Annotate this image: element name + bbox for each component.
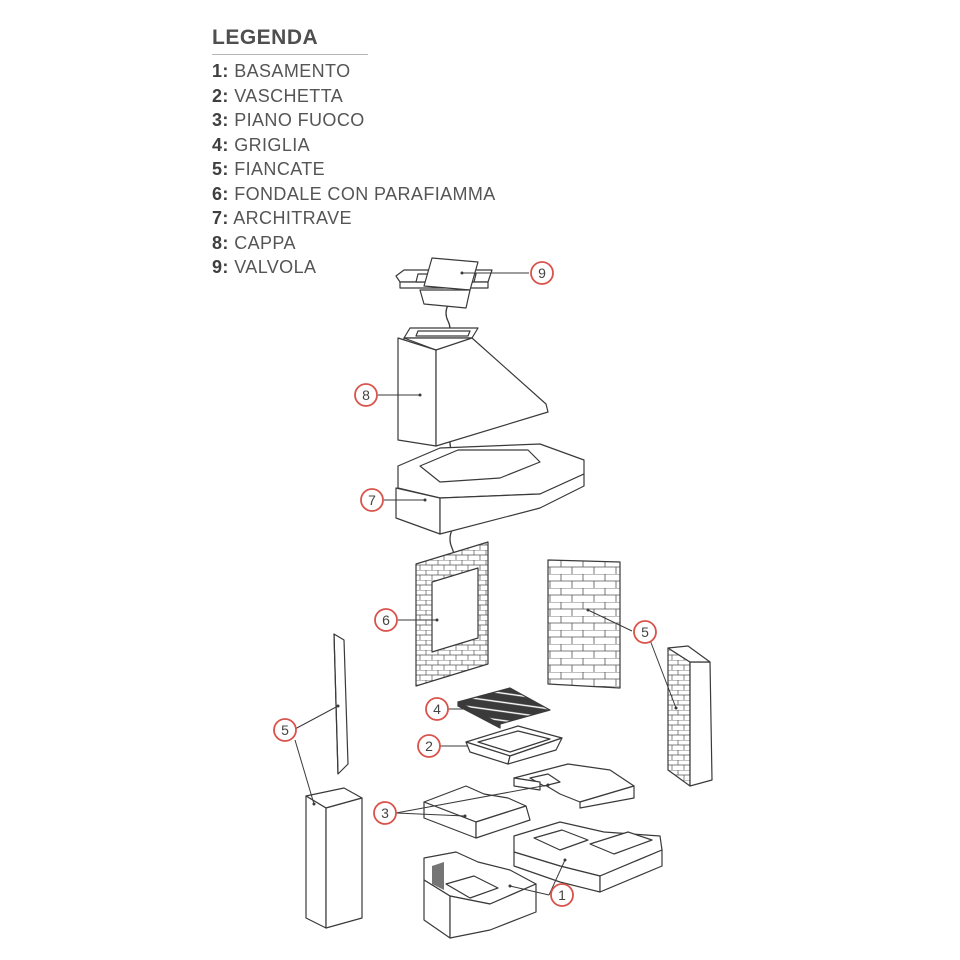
svg-text:8: 8: [362, 387, 370, 403]
callout-3: 3: [373, 801, 397, 825]
part-fiancata-right-big: [547, 559, 621, 689]
part-fiancata-right-narrow: [667, 645, 713, 787]
legend-item-5: 5: FIANCATE: [212, 159, 326, 179]
svg-text:6: 6: [382, 612, 390, 628]
callout-9: 9: [530, 261, 554, 285]
legend-item-4: 4: GRIGLIA: [212, 134, 311, 155]
callout-7: 7: [360, 488, 384, 512]
legend-title: LEGENDA: [212, 26, 368, 55]
part-cappa: [397, 327, 549, 447]
part-fiancata-left-block: [305, 787, 363, 929]
part-basamento-left: [423, 851, 537, 939]
callout-4: 4: [425, 697, 449, 721]
part-piano-fuoco-right: [513, 763, 635, 809]
part-fiancata-left-thin: [333, 633, 349, 775]
svg-text:7: 7: [368, 492, 376, 508]
legend-item-9: 9: VALVOLA: [212, 257, 317, 277]
legend-item-6: 6: FONDALE CON PARAFIAMMA: [212, 183, 496, 204]
svg-text:4: 4: [433, 701, 441, 717]
part-basamento-right: [513, 821, 663, 893]
callout-1: 1: [550, 883, 574, 907]
svg-text:5: 5: [641, 624, 649, 640]
svg-text:2: 2: [425, 738, 433, 754]
svg-text:3: 3: [381, 805, 389, 821]
svg-text:1: 1: [558, 887, 566, 903]
anchor-dots: [312, 271, 678, 888]
callout-5-right: 5: [633, 620, 657, 644]
part-fondale: [415, 541, 489, 687]
svg-text:9: 9: [538, 265, 546, 281]
part-valvola: [395, 257, 493, 309]
part-piano-fuoco-left: [423, 785, 531, 839]
legend: LEGENDA 1: BASAMENTO 2: VASCHETTA 3: PIA…: [212, 26, 496, 280]
part-architrave: [395, 443, 585, 535]
leader-lines: [294, 272, 677, 896]
callout-8: 8: [354, 383, 378, 407]
part-vaschetta: [465, 725, 563, 765]
legend-item-7: 7: ARCHITRAVE: [212, 208, 352, 228]
legend-item-2: 2: VASCHETTA: [212, 85, 344, 106]
legend-item-3: 3: PIANO FUOCO: [212, 110, 365, 130]
callout-5-left: 5: [273, 718, 297, 742]
callout-2: 2: [417, 734, 441, 758]
part-griglia: [457, 687, 551, 729]
legend-item-8: 8: CAPPA: [212, 232, 296, 253]
legend-item-1: 1: BASAMENTO: [212, 61, 351, 81]
callout-6: 6: [374, 608, 398, 632]
svg-text:5: 5: [281, 722, 289, 738]
